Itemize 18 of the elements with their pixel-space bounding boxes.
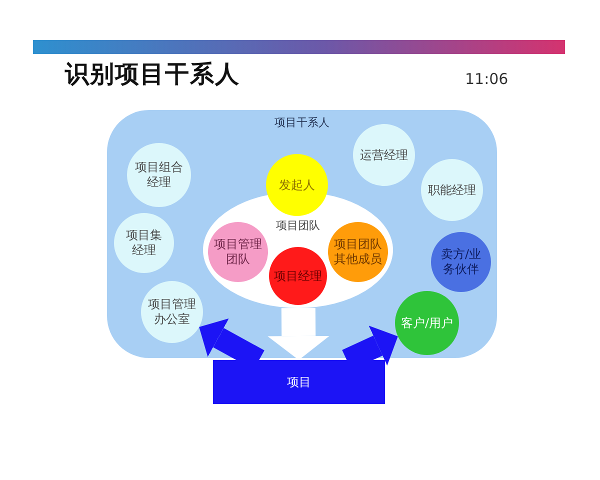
team-circle: 项目管理团队 (208, 222, 268, 282)
panel-title: 项目干系人 (274, 116, 330, 130)
team-circle: 项目经理 (269, 247, 327, 305)
stakeholder-circle: 发起人 (266, 154, 328, 216)
slide-title: 识别项目干系人 (65, 60, 240, 89)
stakeholder-circle: 项目组合经理 (127, 143, 191, 207)
stakeholder-panel (107, 110, 497, 358)
project-box: 项目 (213, 360, 385, 404)
stakeholder-circle: 职能经理 (421, 159, 483, 221)
stakeholder-circle: 卖方/业务伙伴 (431, 232, 491, 292)
stakeholder-circle: 项目集经理 (114, 213, 174, 273)
block-arrow (268, 308, 330, 360)
stakeholder-circle: 客户/用户 (395, 291, 459, 355)
stakeholder-circle: 运营经理 (353, 124, 415, 186)
time-label: 11:06 (465, 70, 508, 88)
stakeholder-circle: 项目管理办公室 (141, 281, 203, 343)
ellipse-label: 项目团队 (276, 219, 320, 232)
team-circle: 项目团队其他成员 (328, 222, 388, 282)
